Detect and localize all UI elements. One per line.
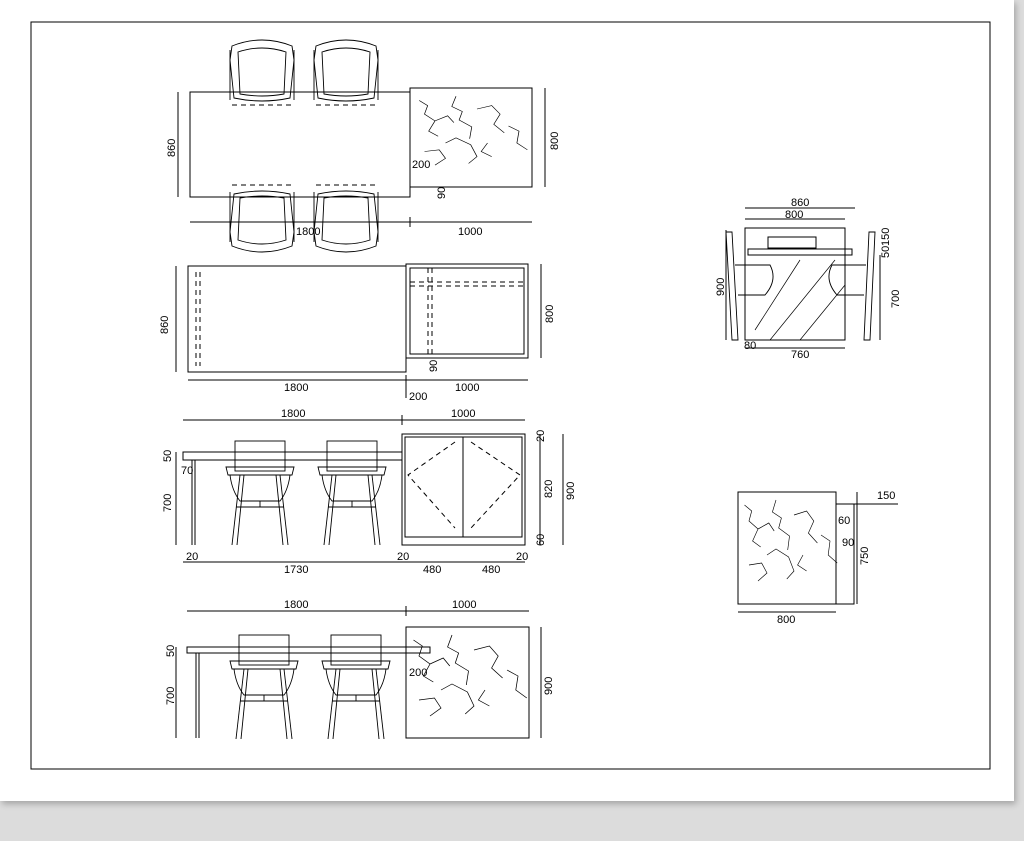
dim-table-depth: 860 [166, 139, 178, 157]
dim-top-width: 800 [785, 209, 803, 221]
rear-elevation: 1800 1000 50 700 200 900 [165, 599, 555, 740]
drawing-sheet: 1800 1000 200 860 800 90 1800 1000 200 8… [0, 0, 1014, 801]
dim-cab-total: 900 [565, 482, 577, 500]
dim-door-1: 480 [423, 564, 441, 576]
cad-drawing: 1800 1000 200 860 800 90 1800 1000 200 8… [30, 21, 991, 770]
chair [317, 440, 387, 546]
dim-cab-body: 820 [543, 480, 555, 498]
dim-cab-top: 20 [535, 430, 547, 442]
dim-cabinet-length: 1000 [452, 599, 476, 611]
dim-height: 900 [715, 278, 727, 296]
dim-right-leg: 20 [516, 551, 528, 563]
dim-height: 700 [162, 494, 174, 512]
dim-top: 60 [838, 515, 850, 527]
dim-top: 50 [162, 450, 174, 462]
chair [225, 440, 295, 546]
dim-apron: 70 [181, 465, 193, 477]
dim-cabinet-depth: 800 [544, 305, 556, 323]
dim-door-2: 480 [482, 564, 500, 576]
chair [321, 634, 391, 740]
side-elevation: 860 800 900 50 150 700 80 760 [715, 197, 902, 361]
dim-height: 700 [165, 687, 177, 705]
cabinet-side-view: 150 60 90 750 800 [737, 490, 898, 626]
dim-offset: 200 [409, 391, 427, 403]
dim-leg: 80 [744, 340, 756, 352]
plan-view-top: 1800 1000 200 860 800 90 [166, 39, 561, 253]
dim-height: 750 [859, 547, 871, 565]
dim-table-depth: 860 [159, 316, 171, 334]
dim-table-length: 1800 [284, 599, 308, 611]
dim-offset: 200 [409, 667, 427, 679]
dim-cabinet-length: 1000 [458, 226, 482, 238]
front-elevation: 1800 1000 50 70 700 20 820 900 60 20 173… [162, 408, 577, 576]
dim-gap: 90 [436, 187, 448, 199]
dim-span: 760 [791, 349, 809, 361]
dim-gap: 90 [428, 360, 440, 372]
dim-span: 1730 [284, 564, 308, 576]
dim-left-leg: 20 [186, 551, 198, 563]
dim-cab-total: 900 [543, 677, 555, 695]
dim-offset: 200 [412, 159, 430, 171]
dim-top: 50 [880, 246, 892, 258]
sheet-border [30, 21, 991, 770]
marble-cabinet-plan [409, 87, 533, 188]
dim-table-length: 1800 [284, 382, 308, 394]
plan-view-frame: 1800 1000 200 860 800 90 [159, 263, 556, 403]
dim-table-length: 1800 [296, 226, 320, 238]
dim-top: 50 [165, 645, 177, 657]
dim-cabinet-length: 1000 [451, 408, 475, 420]
dim-cabinet-depth: 800 [549, 132, 561, 150]
dim-cab-base: 60 [535, 534, 547, 546]
chair [229, 634, 299, 740]
dim-depth: 150 [877, 490, 895, 502]
table-top-plan [189, 91, 411, 198]
dim-overall: 860 [791, 197, 809, 209]
dim-top-2: 150 [880, 228, 892, 246]
dim-table-length: 1800 [281, 408, 305, 420]
dim-width: 800 [777, 614, 795, 626]
dim-mid-leg: 20 [397, 551, 409, 563]
dim-cabinet-length: 1000 [455, 382, 479, 394]
dim-leg-height: 700 [890, 290, 902, 308]
dim-edge: 90 [842, 537, 854, 549]
